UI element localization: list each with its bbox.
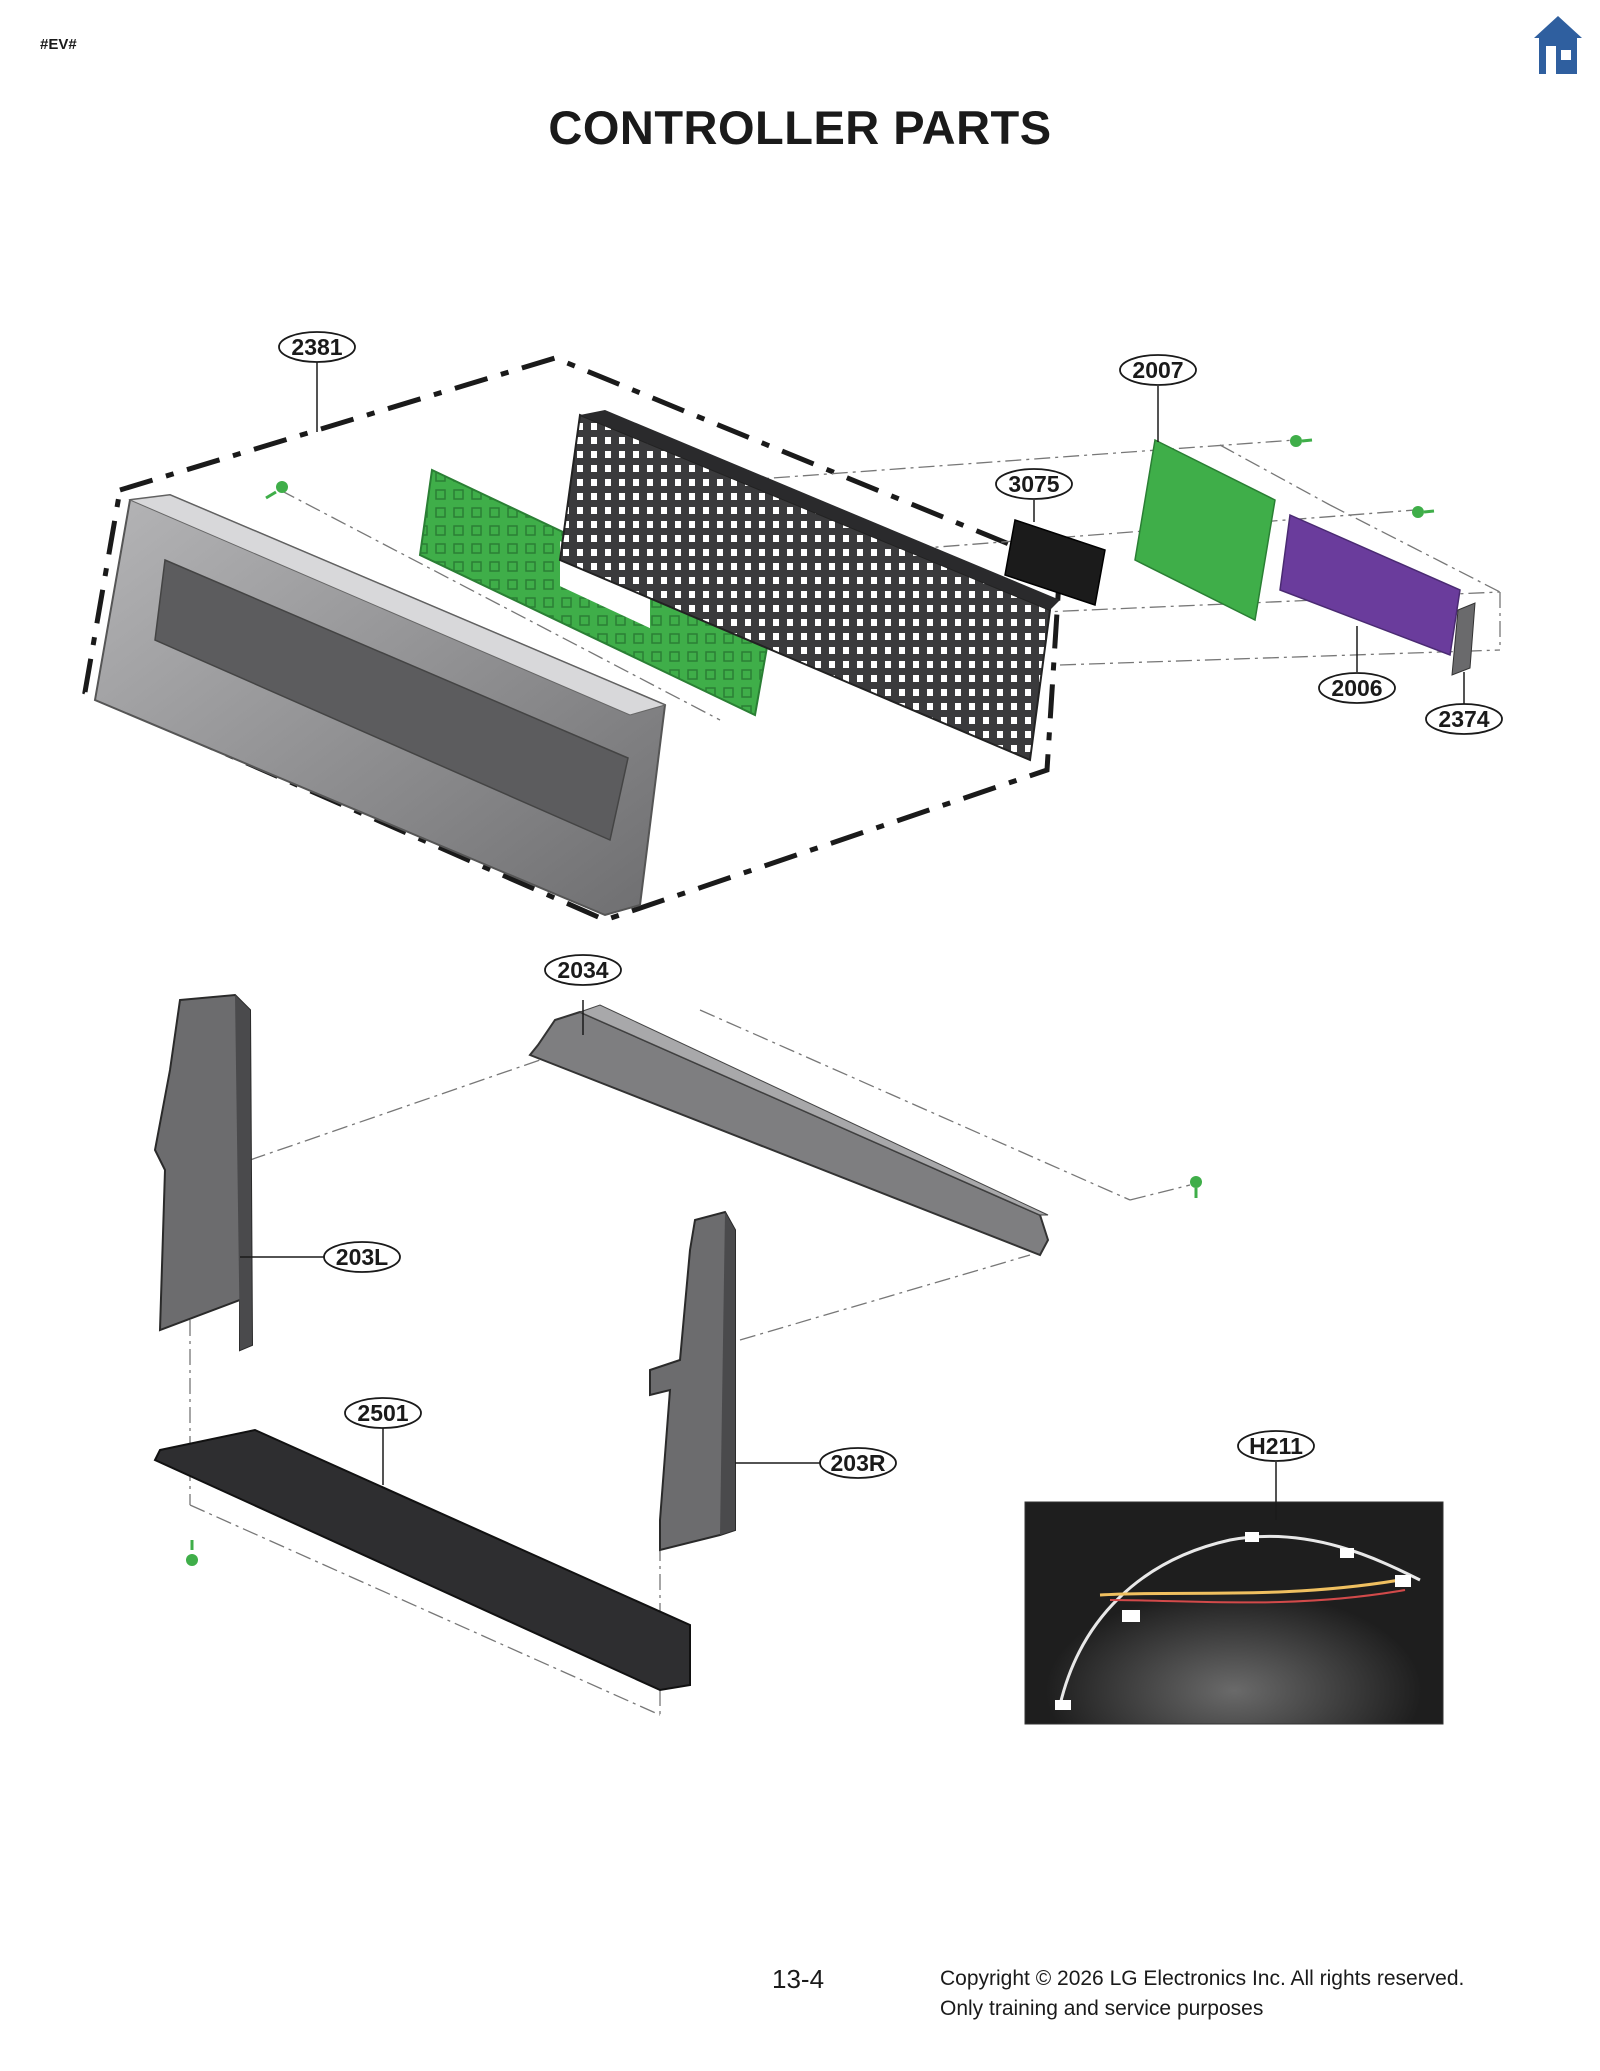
callout-2501: 2501 xyxy=(344,1397,422,1429)
wire-harness-photo xyxy=(1024,1501,1444,1725)
callout-label: 203R xyxy=(831,1450,886,1476)
callout-label: 2381 xyxy=(291,334,342,360)
callout-label: 203L xyxy=(336,1244,388,1270)
callout-203R: 203R xyxy=(819,1447,897,1479)
guide-lines-lower xyxy=(189,1009,1191,1716)
callout-label: 2006 xyxy=(1331,675,1382,701)
callout-H211: H211 xyxy=(1237,1430,1315,1462)
home-icon[interactable] xyxy=(1532,14,1584,76)
display-module xyxy=(1004,519,1106,606)
copyright-line-1: Copyright © 2026 LG Electronics Inc. All… xyxy=(940,1967,1465,1990)
leader-lines xyxy=(240,362,1465,1520)
callout-label: 2007 xyxy=(1132,357,1183,383)
callout-label: H211 xyxy=(1249,1433,1303,1459)
screw-icon xyxy=(186,1540,198,1566)
callout-2381: 2381 xyxy=(278,331,356,363)
callout-label: 3075 xyxy=(1008,471,1059,497)
sub-pcb xyxy=(1279,513,1461,657)
callout-2374: 2374 xyxy=(1425,703,1503,735)
assembly-2381-boundary xyxy=(82,355,1063,923)
callout-203L: 203L xyxy=(323,1241,401,1273)
callout-2006: 2006 xyxy=(1318,672,1396,704)
side-bracket-right xyxy=(649,1210,736,1552)
screw-icon xyxy=(265,481,288,500)
main-pcb xyxy=(1134,438,1276,622)
callout-label: 2374 xyxy=(1438,706,1489,732)
controller-frame xyxy=(558,410,1060,762)
callout-3075: 3075 xyxy=(995,468,1073,500)
copyright-line-2: Only training and service purposes xyxy=(940,1997,1264,2020)
screw-icon xyxy=(1190,1176,1202,1198)
callout-label: 2034 xyxy=(557,957,608,983)
control-panel-bezel xyxy=(93,493,667,917)
copyright-notice: Copyright © 2026 LG Electronics Inc. All… xyxy=(940,1964,1464,2024)
page-number: 13-4 xyxy=(772,1964,825,1994)
screw-icon xyxy=(1412,506,1435,518)
top-bracket xyxy=(528,1004,1050,1257)
pcb-bracket xyxy=(1451,602,1476,676)
callout-2034: 2034 xyxy=(544,954,622,986)
page-title: CONTROLLER PARTS xyxy=(548,101,1052,154)
callout-2007: 2007 xyxy=(1119,354,1197,386)
screw-icon xyxy=(1290,435,1313,447)
side-bracket-left xyxy=(153,993,254,1352)
bottom-plate xyxy=(153,1428,691,1692)
callout-label: 2501 xyxy=(357,1400,408,1426)
document-code: #EV# xyxy=(40,36,77,53)
